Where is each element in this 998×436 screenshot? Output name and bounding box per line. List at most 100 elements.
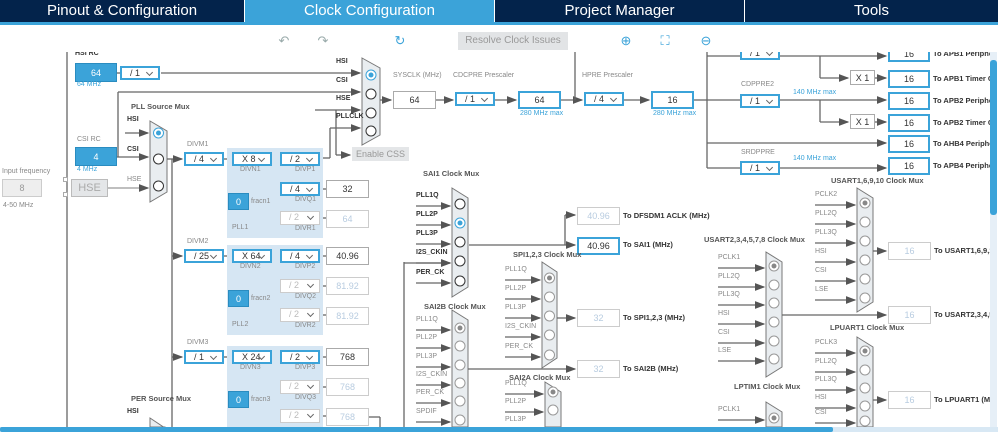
usart16910-input-pll3q: PLL3Q [815,229,837,236]
spi123-clock-mux-radio[interactable] [544,291,555,303]
lpuart1-clock-mux-radio[interactable] [859,364,871,376]
srdppre-dropdown[interactable]: / 1 [740,161,780,175]
cdcpre-output[interactable]: 64 [518,91,561,109]
cdcpre-dropdown[interactable]: / 1 [455,92,495,106]
divq1-dropdown[interactable]: / 4 [280,182,320,196]
hse-pin-osc-in [63,177,68,182]
resolve-clock-issues-button[interactable]: Resolve Clock Issues [458,32,568,50]
system-clock-mux-radio[interactable] [365,125,377,137]
sai2b-clock-mux-radio[interactable] [454,414,466,426]
sai2a-clock-mux-radio[interactable] [547,404,559,416]
sai1-output[interactable]: 40.96 [577,237,620,255]
apb4-max: 140 MHz max [793,155,837,162]
usart234578-clock-mux-title: USART2,3,4,5,7,8 Clock Mux [704,235,805,244]
zoom-out-icon[interactable]: ⊖ [700,33,712,48]
usart234578-clock-mux-radio[interactable] [768,335,780,347]
apb2-output[interactable]: 16 [888,92,930,110]
hpre-dropdown[interactable]: / 4 [584,92,624,106]
spi123-clock-mux-radio[interactable] [544,349,555,361]
hse-input-frequency[interactable]: 8 [2,179,42,197]
apb1-divider-dropdown[interactable]: / 1 [740,52,780,60]
usart16910-clock-mux-radio[interactable] [859,216,871,228]
sai1-input-pll3p: PLL3P [416,230,438,237]
apb1-timer-output[interactable]: 16 [888,70,930,88]
refresh-icon[interactable]: ↻ [394,33,406,48]
divn2-dropdown[interactable]: X 64 [232,249,272,263]
usart234578-input-pll2q: PLL2Q [718,273,740,280]
divn3-dropdown[interactable]: X 24 [232,350,272,364]
csi-rc-label: CSI RC [77,136,101,143]
redo-icon[interactable]: ↷ [317,33,329,48]
divp2-label: DIVP2 [295,263,316,270]
system-clock-mux-radio[interactable] [365,107,377,119]
pll-source-mux-radio[interactable] [153,153,164,165]
per-src-hsi: HSI [127,408,139,415]
usart16910-clock-mux-radio[interactable] [859,292,871,304]
undo-icon[interactable]: ↶ [278,33,290,48]
fracn3-value[interactable]: 0 [228,391,249,408]
cdppre2-dropdown[interactable]: / 1 [740,94,780,108]
usart234578-clock-mux-radio[interactable] [768,353,780,365]
usart16910-clock-mux-radio[interactable] [859,235,871,247]
hsi-freq: 64 MHz [77,81,102,88]
divn1-dropdown[interactable]: X 8 [232,152,272,166]
divm2-dropdown[interactable]: / 25 [184,249,224,263]
divm1-dropdown[interactable]: / 4 [184,152,224,166]
usart16910-clock-mux-radio[interactable] [859,273,871,285]
fracn1-value[interactable]: 0 [228,193,249,210]
pll1-label: PLL1 [232,224,249,231]
apb4-output[interactable]: 16 [888,157,930,175]
spi123-input-pll1q: PLL1Q [505,266,527,273]
zoom-in-icon[interactable]: ⊕ [620,33,632,48]
spi123-input-pll2p: PLL2P [505,285,527,292]
spi123-clock-mux-radio[interactable] [544,329,555,341]
sai2b-clock-mux-radio[interactable] [454,395,466,407]
fracn2-value[interactable]: 0 [228,290,249,307]
sai1-clock-mux-radio[interactable] [454,275,466,287]
pll3-q-output: 768 [326,378,369,396]
divp1-dropdown[interactable]: / 2 [280,152,320,166]
selected-dot [156,130,161,136]
divp2-dropdown[interactable]: / 4 [280,249,320,263]
hpre-output[interactable]: 16 [651,91,694,109]
hsi-divider-dropdown[interactable]: / 1 [120,66,160,80]
sai2b-clock-mux-radio[interactable] [454,377,466,389]
tab-project-manager[interactable]: Project Manager [495,0,745,22]
horizontal-scrollbar[interactable] [0,427,833,432]
hse-range: 4-50 MHz [3,202,34,209]
usart234578-clock-mux-radio[interactable] [768,297,780,309]
apb2-timer-output[interactable]: 16 [888,114,930,132]
vertical-scrollbar[interactable] [990,60,997,215]
selected-dot [457,220,463,226]
divq3-dropdown: / 2 [280,380,320,394]
vertical-scrollbar-track[interactable] [990,52,997,427]
lpuart1-clock-mux-radio[interactable] [859,400,871,412]
usart16910-output-label: To USART1,6,9,10 (MHz) [934,246,990,255]
sai2b-input-pll2p: PLL2P [416,334,438,341]
usart16910-clock-mux-radio[interactable] [859,254,871,266]
tab-clock-configuration[interactable]: Clock Configuration [245,0,495,22]
sai1-clock-mux-radio[interactable] [454,236,466,248]
usart234578-clock-mux-radio[interactable] [768,316,780,328]
lpuart1-clock-mux-radio[interactable] [859,415,871,427]
apb4-label: To APB4 Peripheral clocks (MHz) [933,161,990,170]
sai1-clock-mux-radio[interactable] [454,255,466,267]
tab-tools[interactable]: Tools [853,2,890,19]
usart234578-clock-mux-radio[interactable] [768,279,780,291]
system-clock-mux-radio[interactable] [365,88,377,100]
sai1-clock-mux-radio[interactable] [454,198,466,210]
lpuart1-input-pll3q: PLL3Q [815,376,837,383]
divm3-dropdown[interactable]: / 1 [184,350,224,364]
sai2b-clock-mux-radio[interactable] [454,359,466,371]
sai2b-clock-mux-radio[interactable] [454,340,466,352]
enable-css-button[interactable]: Enable CSS [352,147,409,161]
divp3-dropdown[interactable]: / 2 [280,350,320,364]
spi123-clock-mux-radio[interactable] [544,310,555,322]
tab-pinout[interactable]: Pinout & Configuration [0,0,245,22]
pll2-label: PLL2 [232,321,249,328]
lpuart1-clock-mux-radio[interactable] [859,382,871,394]
fit-icon[interactable]: ⛶ [660,33,670,48]
pll-source-mux-radio[interactable] [153,180,164,192]
apb1-output[interactable]: 16 [888,52,930,62]
ahb4-output[interactable]: 16 [888,135,930,153]
